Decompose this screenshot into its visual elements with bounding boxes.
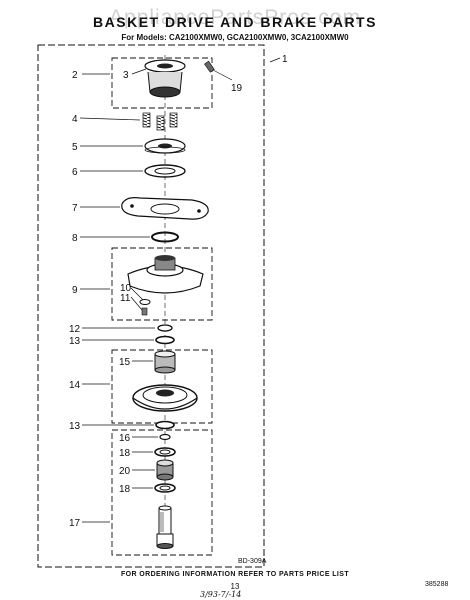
callout-9: 9 [72, 285, 78, 296]
part-15-sleeve [154, 350, 176, 374]
callout-14: 14 [69, 380, 81, 391]
part-13-bearing-lower [155, 420, 175, 430]
part-13-bearing-upper [155, 335, 175, 345]
part-14-pulley [132, 384, 198, 412]
part-10-nut [139, 299, 151, 305]
ordering-footer: FOR ORDERING INFORMATION REFER TO PARTS … [120, 571, 350, 578]
part-5-cam-plate [144, 138, 186, 154]
leader-lines [79, 57, 281, 523]
callout-8: 8 [72, 233, 78, 244]
callout-10: 10 [120, 283, 132, 294]
callout-13-lower: 13 [69, 421, 81, 432]
group-box-14 [111, 349, 213, 424]
callout-4: 4 [72, 114, 78, 125]
model-subtitle: For Models: CA2100XMW0, GCA2100XMW0, 3CA… [121, 33, 349, 42]
callout-2: 2 [72, 70, 78, 81]
callout-5: 5 [72, 142, 78, 153]
callout-3: 3 [123, 70, 129, 81]
page-number: 13 [230, 582, 240, 591]
group-box-17 [111, 429, 213, 556]
callout-15: 15 [119, 357, 131, 368]
callout-11: 11 [120, 293, 131, 304]
part-3-drive-cap [144, 59, 186, 98]
part-12-washer [157, 324, 173, 332]
callout-17: 17 [69, 518, 81, 529]
watermark: AppliancePartsPros.com [109, 6, 361, 29]
figure-code: BD-309A [238, 558, 267, 565]
callout-16: 16 [119, 433, 131, 444]
callout-12: 12 [69, 324, 81, 335]
callout-1: 1 [282, 54, 288, 65]
part-19-pin [204, 60, 215, 73]
callout-13-upper: 13 [69, 336, 81, 347]
part-20-collar [156, 459, 174, 481]
part-18-bearing-lower [154, 483, 176, 493]
part-18-bearing-upper [154, 447, 176, 457]
part-9-brake-housing [127, 255, 204, 294]
part-6-washer [144, 164, 186, 178]
group-box-2 [111, 57, 213, 109]
callout-18-lower: 18 [119, 484, 131, 495]
part-16-small-ring [159, 433, 171, 441]
handwritten-note: 3/93-7/-14 [200, 590, 242, 599]
callout-19: 19 [231, 83, 243, 94]
part-11-screw [141, 307, 148, 316]
callout-7: 7 [72, 203, 78, 214]
callout-18-upper: 18 [119, 448, 131, 459]
group-box-9 [111, 247, 213, 321]
part-4-springs [142, 112, 178, 131]
part-8-retaining-ring [151, 231, 179, 243]
callout-20: 20 [119, 466, 131, 477]
page-title: BASKET DRIVE AND BRAKE PARTS [93, 14, 377, 30]
outer-frame [37, 44, 265, 568]
document-code: 385288 [425, 581, 449, 588]
part-7-brake-plate [121, 197, 209, 220]
callout-6: 6 [72, 167, 78, 178]
part-17-shaft [156, 505, 174, 549]
